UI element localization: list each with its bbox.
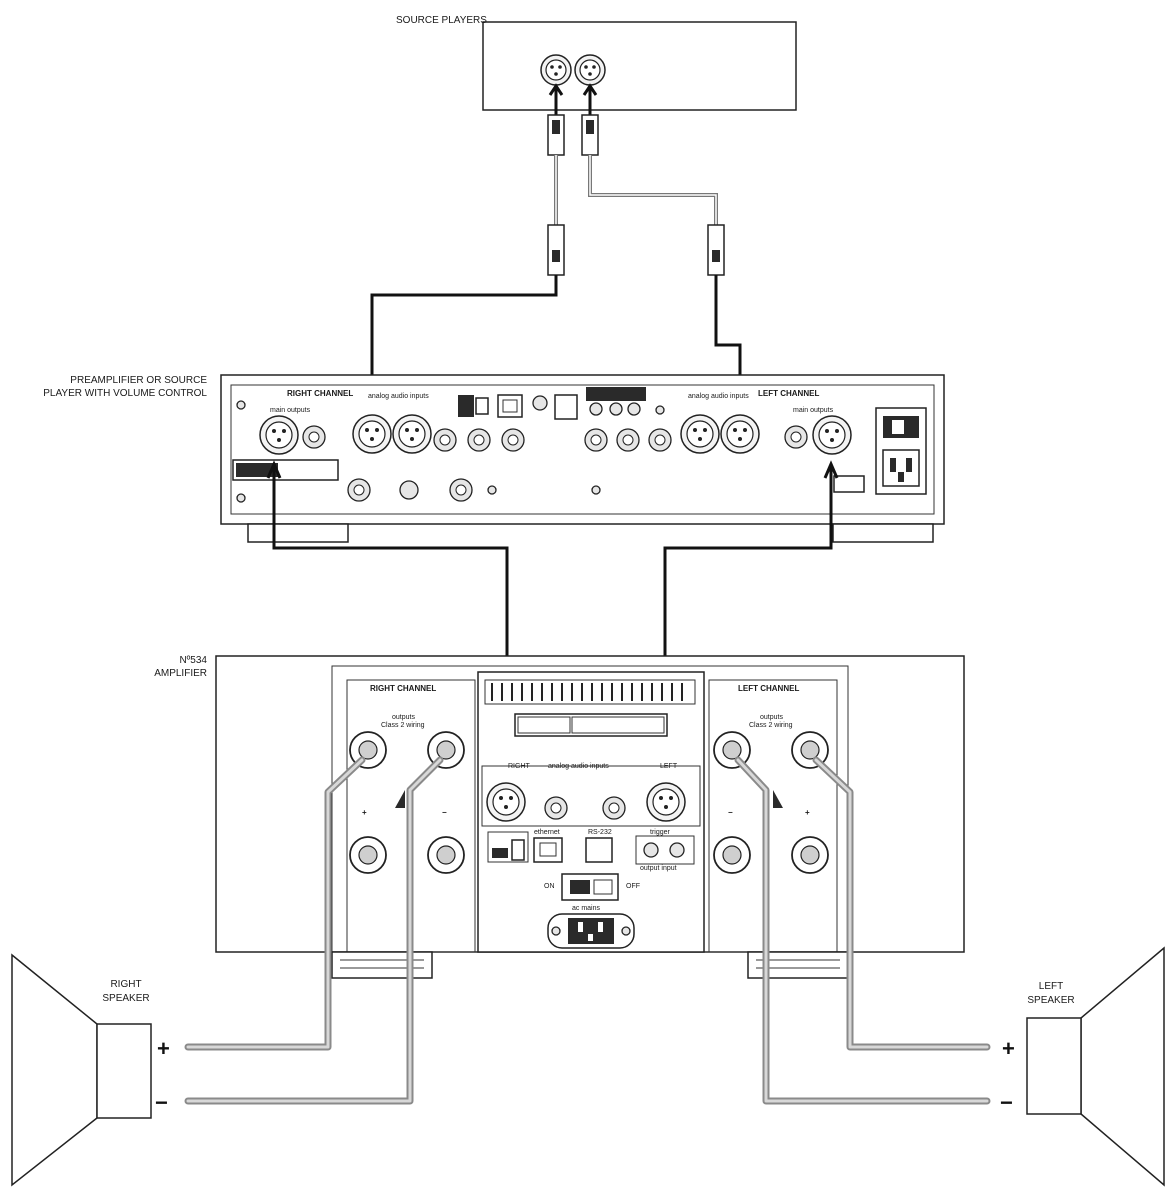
- amp-right-post-plus-bottom: [349, 836, 387, 874]
- amp-usb-box: [487, 831, 529, 863]
- amp-right-input-xlr: [486, 782, 526, 822]
- preamp-ir-port: [532, 395, 548, 411]
- amp-left-post-minus-bottom: [713, 836, 751, 874]
- amp-right-outputs: outputs: [392, 714, 415, 721]
- source-players-box: [482, 21, 797, 111]
- preamp-label-line1: PREAMPLIFIER OR SOURCE: [70, 375, 207, 386]
- amp-left-input-rca: [602, 796, 626, 820]
- amp-left-post-plus-top: [791, 731, 829, 769]
- amp-left-input-xlr: [646, 782, 686, 822]
- preamp-trigger-label-bar: [586, 387, 646, 401]
- cable-source-to-preamp-left: [714, 275, 742, 400]
- preamp-analog-inputs-r: analog audio inputs: [368, 393, 429, 400]
- preamp-analog-inputs-l: analog audio inputs: [688, 393, 749, 400]
- amp-right-channel: RIGHT CHANNEL: [370, 684, 436, 693]
- amp-right-minus-sign: −: [442, 808, 447, 817]
- left-speaker-cone: [1080, 946, 1165, 1187]
- amp-left-channel: LEFT CHANNEL: [738, 684, 799, 693]
- left-speaker-minus: −: [1000, 1090, 1013, 1115]
- preamp-foot-left: [247, 523, 349, 543]
- amp-left-wiring: Class 2 wiring: [749, 722, 793, 729]
- right-speaker-minus: −: [155, 1090, 168, 1115]
- preamp-rca-row-right: [433, 428, 525, 452]
- preamp-right-channel: RIGHT CHANNEL: [287, 389, 353, 398]
- preamp-left-main-rca: [784, 425, 808, 449]
- amp-left-minus-sign: −: [728, 808, 733, 817]
- preamp-left-main-xlr: [812, 415, 852, 455]
- left-speaker-plus: +: [1002, 1036, 1015, 1061]
- amp-left-outputs: outputs: [760, 714, 783, 721]
- amp-left-post-plus-bottom: [791, 836, 829, 874]
- amp-trigger-box: [635, 835, 695, 865]
- preamp-foot-right: [832, 523, 934, 543]
- amp-right-wiring: Class 2 wiring: [381, 722, 425, 729]
- amp-analog-inputs-label: analog audio inputs: [548, 763, 609, 770]
- amp-trigger-io-label: output input: [640, 865, 677, 872]
- preamp-input-xlr-2: [392, 414, 432, 454]
- preamp-rs232-port: [554, 394, 578, 420]
- preamp-main-outputs-l: main outputs: [793, 407, 834, 414]
- source-xlr-right: [574, 54, 606, 86]
- amp-right-warning-icon: [395, 790, 405, 808]
- speaker-wires: [184, 756, 991, 1105]
- right-speaker-magnet: [96, 1023, 152, 1119]
- preamp-input-xlr-1: [352, 414, 392, 454]
- amp-ethernet-port: [533, 837, 563, 863]
- left-speaker: LEFT SPEAKER + −: [1000, 946, 1165, 1187]
- preamplifier: PREAMPLIFIER OR SOURCE PLAYER WITH VOLUM…: [43, 374, 945, 543]
- amp-analog-input-box: [481, 765, 701, 827]
- source-players-label: SOURCE PLAYERS: [396, 15, 487, 26]
- amp-left-input-label: LEFT: [660, 763, 678, 770]
- left-speaker-label-line1: LEFT: [1039, 981, 1063, 992]
- right-speaker-label-line1: RIGHT: [110, 979, 141, 990]
- amp-label-line2: AMPLIFIER: [154, 668, 207, 679]
- cable-source-to-preamp-right: [370, 275, 558, 400]
- preamp-left-channel: LEFT CHANNEL: [758, 389, 819, 398]
- right-speaker-cone: [11, 953, 98, 1187]
- preamp-input-xlr-3: [680, 414, 720, 454]
- amp-trigger-label: trigger: [650, 829, 671, 836]
- amp-right-input-label: RIGHT: [508, 763, 531, 770]
- amp-foot-left: [331, 951, 433, 979]
- preamp-ethernet-port: [497, 394, 523, 418]
- right-speaker-label-line2: SPEAKER: [102, 993, 149, 1004]
- preamp-main-outputs-r: main outputs: [270, 407, 311, 414]
- right-speaker-plus: +: [157, 1036, 170, 1061]
- amp-usb-port: [492, 848, 508, 858]
- amp-heatsink: [484, 679, 696, 705]
- amplifier: Nº534 AMPLIFIER RIGHT CHANNEL LEFT CH: [154, 655, 965, 979]
- amp-ethernet-label: ethernet: [534, 829, 560, 836]
- amp-on-label: ON: [544, 883, 555, 890]
- amp-label-line1: Nº534: [179, 655, 207, 666]
- source-xlr-left: [540, 54, 572, 86]
- preamp-voltage-label: [833, 475, 865, 493]
- amp-left-warning-icon: [773, 790, 783, 808]
- amp-label-plate: [514, 713, 668, 737]
- amp-right-post-minus-top: [427, 731, 465, 769]
- amp-ac-mains-label: ac mains: [572, 905, 601, 912]
- amp-left-plus-sign: +: [805, 808, 810, 817]
- left-speaker-label-line2: SPEAKER: [1027, 995, 1074, 1006]
- preamp-input-xlr-4: [720, 414, 760, 454]
- amp-rs232-port: [585, 837, 613, 863]
- preamp-usb-port: [458, 395, 474, 417]
- amp-right-plus-sign: +: [362, 808, 367, 817]
- preamp-label-line2: PLAYER WITH VOLUME CONTROL: [43, 388, 207, 399]
- amp-right-input-rca: [544, 796, 568, 820]
- preamp-right-main-rca: [302, 425, 326, 449]
- amp-right-post-minus-bottom: [427, 836, 465, 874]
- source-players: SOURCE PLAYERS: [396, 15, 797, 111]
- preamp-right-main-xlr: [259, 415, 299, 455]
- left-speaker-magnet: [1026, 1017, 1082, 1115]
- source-plugs: [547, 83, 725, 276]
- preamp-rca-row-left: [584, 428, 672, 452]
- right-speaker: RIGHT SPEAKER + −: [11, 953, 170, 1187]
- amp-rs232-label: RS-232: [588, 829, 612, 836]
- amp-off-label: OFF: [626, 883, 640, 890]
- preamp-lower-connectors: [347, 478, 473, 502]
